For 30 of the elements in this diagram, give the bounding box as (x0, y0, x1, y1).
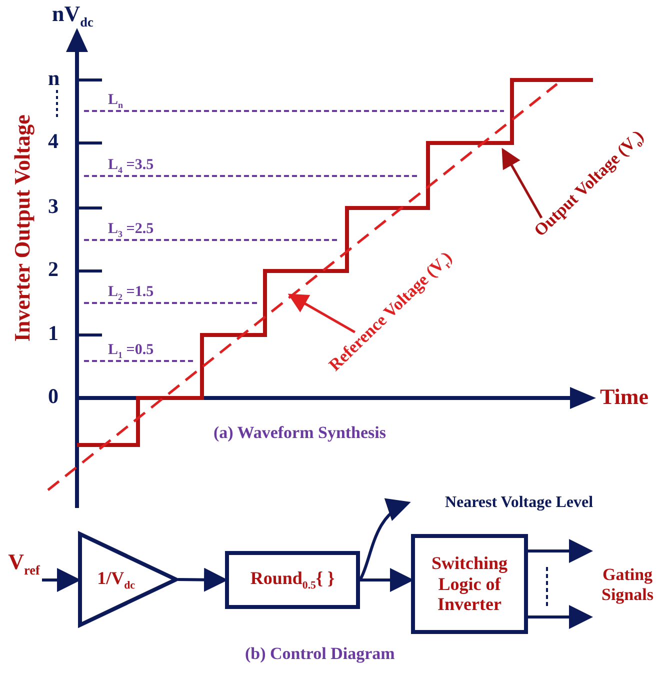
process-box: Round$_{0.5}${ } (225, 551, 360, 609)
tick-label: 1 (48, 322, 58, 346)
axis-title: Inverter Output Voltage (10, 114, 34, 342)
level-label: L$_{3}$ =2.5 (108, 221, 154, 240)
tick-label: 4 (48, 130, 58, 154)
level-label: L$_{1}$ =0.5 (108, 342, 154, 361)
caption: (a) Waveform Synthesis (214, 424, 386, 443)
axis-title: nV$_{dc}$ (52, 2, 94, 30)
level-label: L$_{n}$ (108, 92, 124, 111)
tick-label: 2 (48, 258, 58, 282)
tick-label: 3 (48, 195, 58, 218)
arrow (358, 500, 411, 581)
tick-label: 0 (48, 385, 58, 408)
leader-arrow (502, 148, 543, 219)
output-label: Nearest Voltage Level (408, 490, 630, 516)
axis-title: Time (600, 385, 648, 410)
arrow (528, 605, 593, 629)
process-box: Switching Logic of Inverter (411, 534, 528, 634)
level-label: L$_{4}$ =3.5 (108, 157, 154, 176)
level-label: L$_{2}$ =1.5 (108, 284, 154, 303)
leader-arrow (288, 294, 356, 334)
arrow (528, 539, 593, 563)
arrow (178, 568, 228, 592)
gain-triangle: 1/V$_{dc}$ (78, 532, 178, 627)
caption: (b) Control Diagram (245, 645, 395, 664)
tick-label: n (48, 67, 60, 90)
arrow (360, 568, 414, 592)
output-label: Gating Signals (590, 546, 665, 624)
input-label: V$_{ref}$ (4, 548, 44, 578)
arrow (42, 568, 81, 592)
